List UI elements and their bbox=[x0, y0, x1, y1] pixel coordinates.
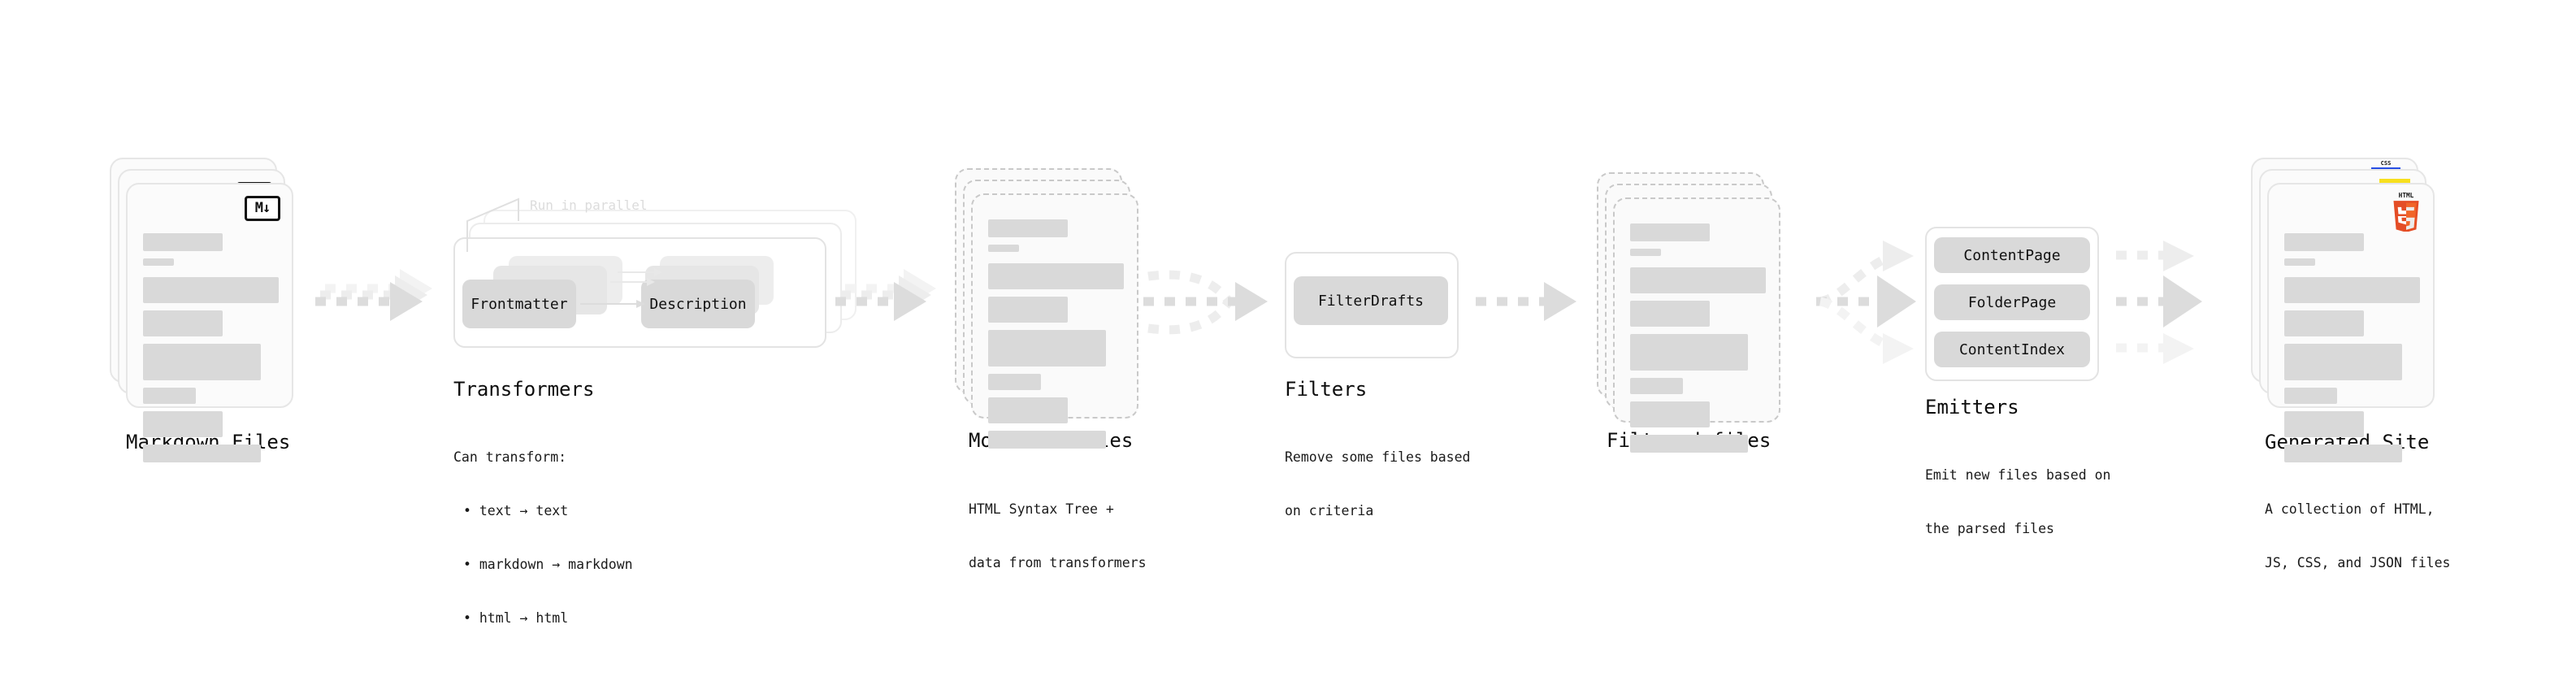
generated-desc-line: JS, CSS, and JSON files bbox=[2265, 555, 2451, 570]
doc-content-bar bbox=[988, 297, 1068, 323]
emitters-description: Emit new files based on the parsed files bbox=[1925, 431, 2110, 574]
doc-content-bar bbox=[2284, 388, 2337, 404]
modified-desc-line: data from transformers bbox=[969, 555, 1147, 570]
transformers-bullet: • markdown → markdown bbox=[463, 557, 633, 572]
html5-icon: HTML bbox=[2393, 192, 2419, 232]
doc-content-bar bbox=[143, 388, 196, 404]
arrow-filtered-to-emitters bbox=[1816, 241, 1916, 364]
transformers-description: Can transform: • text → text • markdown … bbox=[453, 413, 633, 663]
doc-content-bar bbox=[1630, 301, 1710, 327]
emitter-chip-contentindex[interactable]: ContentIndex bbox=[1934, 332, 2090, 367]
generated-card-front: HTML bbox=[2267, 183, 2435, 462]
arrow-filters-to-filtered bbox=[1476, 282, 1576, 321]
doc-content-bar bbox=[1630, 378, 1683, 394]
doc-content-bar bbox=[988, 397, 1068, 423]
emitter-chip-contentpage[interactable]: ContentPage bbox=[1934, 237, 2090, 273]
doc-content-bar bbox=[143, 411, 223, 437]
doc-content-lines bbox=[988, 219, 1124, 456]
doc-content-bar bbox=[1630, 401, 1710, 427]
emitters-desc-line: the parsed files bbox=[1925, 521, 2054, 536]
doc-content-lines bbox=[143, 233, 279, 470]
transformers-bullet: • html → html bbox=[463, 610, 569, 626]
run-in-parallel-label: Run in parallel bbox=[530, 197, 648, 213]
modified-files-description: HTML Syntax Tree + data from transformer… bbox=[969, 465, 1147, 608]
doc-content-bar bbox=[143, 344, 261, 380]
doc-content-bar bbox=[1630, 267, 1766, 293]
generated-site-description: A collection of HTML, JS, CSS, and JSON … bbox=[2265, 465, 2450, 608]
doc-content-bar bbox=[143, 233, 223, 251]
modified-desc-line: HTML Syntax Tree + bbox=[969, 501, 1114, 517]
doc-content-bar bbox=[988, 245, 1019, 252]
filters-desc-line: on criteria bbox=[1285, 503, 1374, 518]
doc-content-bar bbox=[988, 431, 1106, 449]
doc-content-bar bbox=[143, 310, 223, 336]
generated-desc-line: A collection of HTML, bbox=[2265, 501, 2435, 517]
caption-filters: Filters bbox=[1285, 378, 1368, 401]
markdown-icon: M↓ bbox=[245, 196, 280, 221]
doc-content-bar bbox=[2284, 233, 2364, 251]
doc-content-bar bbox=[1630, 435, 1748, 453]
doc-content-bar bbox=[2284, 258, 2315, 266]
filters-description: Remove some files based on criteria bbox=[1285, 413, 1470, 556]
doc-content-lines bbox=[2284, 233, 2420, 470]
doc-content-bar bbox=[2284, 411, 2364, 437]
doc-content-bar bbox=[143, 258, 174, 266]
transformer-chip-frontmatter[interactable]: Frontmatter bbox=[462, 280, 576, 328]
arrow-emitters-to-site bbox=[2116, 241, 2202, 364]
doc-content-bar bbox=[143, 445, 261, 462]
doc-content-bar bbox=[2284, 277, 2420, 303]
doc-content-bar bbox=[988, 263, 1124, 289]
transformers-bullet: • text → text bbox=[463, 503, 569, 518]
svg-text:HTML: HTML bbox=[2399, 192, 2414, 199]
arrow-markdown-to-transformers bbox=[315, 269, 432, 321]
filter-chip-filterdrafts[interactable]: FilterDrafts bbox=[1294, 276, 1448, 325]
caption-emitters: Emitters bbox=[1925, 396, 2019, 419]
arrow-modified-to-filters bbox=[1143, 270, 1268, 335]
doc-content-bar bbox=[988, 330, 1106, 367]
filtered-card-front bbox=[1613, 197, 1780, 453]
emitters-desc-line: Emit new files based on bbox=[1925, 467, 2111, 483]
markdown-card-front: M↓ bbox=[126, 183, 293, 462]
css-icon-label: CSS bbox=[2380, 160, 2392, 167]
caption-transformers: Transformers bbox=[453, 378, 595, 401]
doc-content-lines bbox=[1630, 223, 1766, 460]
doc-content-bar bbox=[1630, 223, 1710, 241]
doc-content-bar bbox=[988, 219, 1068, 237]
doc-content-bar bbox=[2284, 310, 2364, 336]
doc-content-bar bbox=[1630, 249, 1661, 256]
doc-content-bar bbox=[988, 374, 1041, 390]
modified-card-front bbox=[971, 193, 1138, 449]
transformer-chip-description[interactable]: Description bbox=[641, 280, 755, 328]
filters-desc-line: Remove some files based bbox=[1285, 449, 1471, 465]
doc-content-bar bbox=[2284, 445, 2402, 462]
doc-content-bar bbox=[1630, 334, 1748, 371]
doc-content-bar bbox=[2284, 344, 2402, 380]
transformers-desc-line: Can transform: bbox=[453, 449, 567, 465]
doc-content-bar bbox=[143, 277, 279, 303]
emitter-chip-folderpage[interactable]: FolderPage bbox=[1934, 284, 2090, 320]
